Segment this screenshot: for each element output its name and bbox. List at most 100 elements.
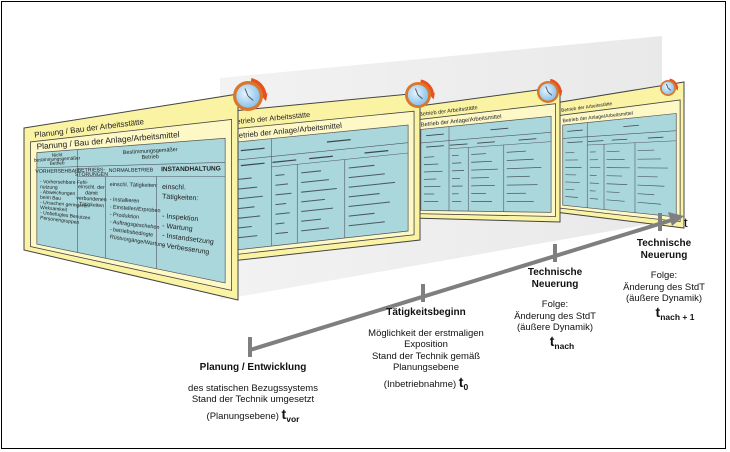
- time-subscript: 0: [463, 381, 469, 392]
- cell-text-line: [237, 235, 258, 239]
- milestone-planung: Planung / Entwicklung des statischen Bez…: [178, 362, 328, 425]
- column-header-line: [272, 159, 297, 163]
- cell-text-line: [301, 227, 329, 232]
- column-header-line: [647, 136, 664, 139]
- cell-text-line: [606, 191, 620, 193]
- table-header-text: Betrieb: [141, 154, 159, 161]
- clock-icon: [233, 78, 268, 111]
- cell-text-line: [637, 149, 655, 151]
- column-header-line: [240, 147, 265, 152]
- table-row-divider: [36, 162, 226, 169]
- time-subscript: nach: [554, 340, 575, 351]
- milestone-line: Möglichkeit der erstmaligen: [368, 327, 484, 339]
- column-header: BETRIEBS-: [78, 167, 106, 173]
- cell-text: Personengruppen: [40, 215, 80, 226]
- milestone-line: (äußere Dynamik): [625, 293, 703, 304]
- milestone-line: (Inbetriebnahme): [383, 378, 457, 390]
- cell-text-line: [637, 202, 662, 205]
- cell-text-line: [637, 184, 665, 187]
- milestone-technische-neuerung-2: Technische Neuerung Folge: Änderung des …: [612, 238, 716, 323]
- cell-text-line: [275, 212, 290, 215]
- milestone-line: Änderung des StdT: [514, 310, 596, 322]
- time-symbol: t: [549, 332, 555, 349]
- milestone-title-line: Neuerung: [640, 249, 688, 261]
- cell-text: - Inspektion: [162, 213, 199, 223]
- clock-arrowhead: [262, 93, 268, 102]
- cell-text: - Produktion: [109, 212, 139, 221]
- cell-text-line: [301, 207, 333, 213]
- cell-text-line: [237, 206, 255, 210]
- milestone-line: des statischen Bezugssystems: [188, 382, 318, 394]
- cell-text-line: [348, 173, 385, 179]
- column-header-line: [309, 155, 333, 160]
- milestone-line: Folge:: [541, 299, 569, 310]
- clock-hand: [414, 88, 419, 96]
- cell-text-line: [506, 184, 538, 186]
- cell-text-line: [471, 177, 489, 179]
- table-row-divider: [587, 140, 677, 146]
- time-symbol: t: [281, 405, 287, 422]
- cell-text-line: [471, 168, 498, 171]
- table-row-divider: [420, 131, 552, 144]
- cell-text: Wirksamkeit: [40, 205, 68, 214]
- cell-text: - Installieren: [109, 197, 139, 205]
- milestone-line: Stand der Technik umgesetzt: [191, 394, 315, 405]
- timeline-arrowhead: [668, 212, 684, 226]
- time-axis-label: t: [684, 215, 688, 230]
- cell-text-line: [237, 215, 261, 219]
- table-header-text: bestimmungsgemäßer: [34, 155, 81, 162]
- table-row-divider: [271, 152, 409, 168]
- clock-hand: [665, 83, 669, 89]
- time-symbol: t: [655, 303, 661, 320]
- table-header-text: Betrieb: [50, 160, 65, 166]
- column-header-line: [449, 143, 468, 146]
- column-header-line: [587, 140, 604, 142]
- cell-text: - Ursachen geringerer: [40, 200, 89, 210]
- cell-text: - Wartung: [162, 223, 193, 233]
- clock-hand: [667, 87, 672, 91]
- column-header-line: [567, 129, 583, 132]
- cell-text: Tätigkeiten: [79, 201, 105, 209]
- table-row-divider: [562, 130, 677, 139]
- timeline-axis: [249, 218, 673, 352]
- timeline: [248, 212, 684, 357]
- cell-text-line: [506, 150, 526, 153]
- cell-text: Tätigkeiten:: [162, 194, 199, 203]
- column-header: STÖRUNGEN: [75, 171, 108, 178]
- cell-text-line: [606, 199, 625, 202]
- column-header-line: [364, 150, 389, 154]
- milestone-line: Stand der Technik gemäß: [371, 350, 481, 362]
- table-header-text: Nicht: [52, 152, 64, 158]
- cell-text-line: [348, 212, 375, 217]
- cell-text-line: [606, 183, 628, 185]
- table-body: [562, 113, 677, 218]
- cell-text: einschl. Tätigkeiten:: [110, 182, 159, 189]
- cell-text-line: [275, 222, 285, 225]
- cell-text: einschl. der: [78, 184, 105, 191]
- clock-icon: [660, 78, 679, 96]
- clock-hand: [244, 88, 249, 97]
- cell-text-line: [506, 167, 542, 170]
- cell-text: nutzung: [40, 184, 58, 191]
- cell-text-line: [301, 187, 337, 193]
- column-header-line: [490, 127, 509, 131]
- milestone-line: Planungsebene: [392, 362, 460, 373]
- column-header: NORMALBETRIEB: [109, 167, 154, 174]
- cell-text: damit: [85, 190, 99, 197]
- cell-text: verbundenen: [76, 196, 107, 204]
- cell-text: - Einstellen/Erproben: [109, 204, 160, 214]
- cell-text-line: [301, 170, 322, 174]
- milestone-title-line: Technische: [636, 238, 692, 249]
- cell-text: - Auftragsgeschehen: [109, 219, 159, 231]
- clock-arrowhead: [675, 86, 679, 91]
- clock-arrowhead: [430, 92, 435, 100]
- milestone-line: Exposition: [404, 339, 448, 350]
- clock-arrowhead: [558, 89, 563, 96]
- column-header-line: [611, 138, 628, 141]
- table-body: [233, 124, 409, 251]
- column-header-line: [426, 133, 444, 137]
- cell-text-line: [237, 177, 252, 180]
- table-row-divider: [233, 142, 409, 161]
- cell-text-line: [471, 153, 487, 155]
- cell-text-line: [565, 181, 580, 183]
